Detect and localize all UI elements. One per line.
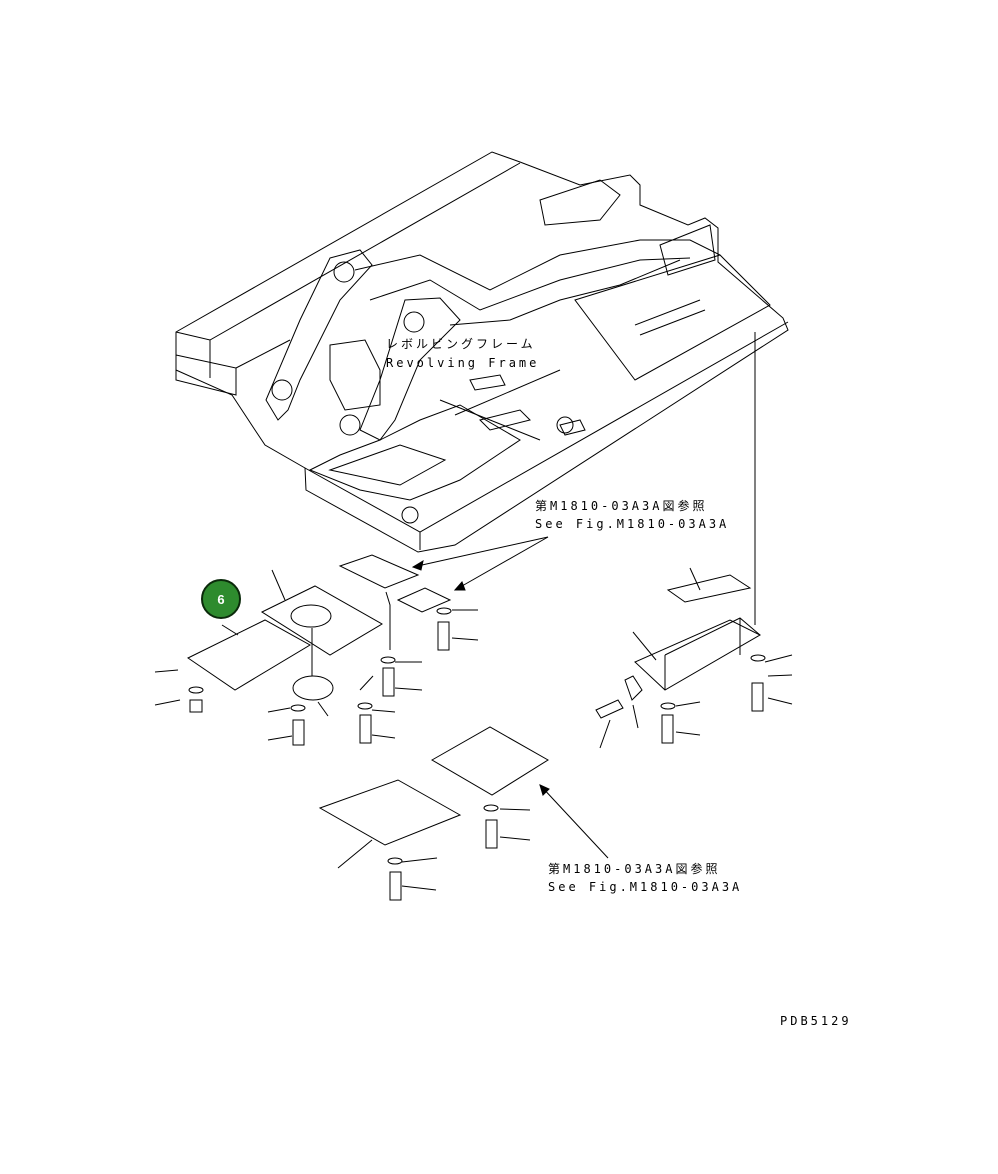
reference-plates	[338, 554, 452, 613]
frame-label-jp: レボルビングフレーム	[386, 337, 536, 351]
reference-label-1-jp: 第M1810-03A3A図参照	[535, 499, 708, 513]
revolving-frame	[175, 151, 789, 553]
cover-plate-assembly	[187, 569, 383, 717]
part-callout-6[interactable]: 6	[201, 579, 241, 619]
fasteners	[188, 607, 766, 901]
frame-label-en: Revolving Frame	[386, 356, 540, 370]
reference-label-2-jp: 第M1810-03A3A図参照	[548, 862, 721, 876]
drawing-id: PDB5129	[780, 1014, 852, 1028]
lower-cover-plates	[318, 726, 549, 869]
tray-assembly	[624, 332, 762, 701]
reference-label-2-en: See Fig.M1810-03A3A	[548, 880, 743, 894]
reference-label-1-en: See Fig.M1810-03A3A	[535, 517, 730, 531]
part-callout-number: 6	[217, 591, 225, 607]
leader-lines	[154, 591, 793, 891]
reference-arrows	[411, 536, 609, 859]
